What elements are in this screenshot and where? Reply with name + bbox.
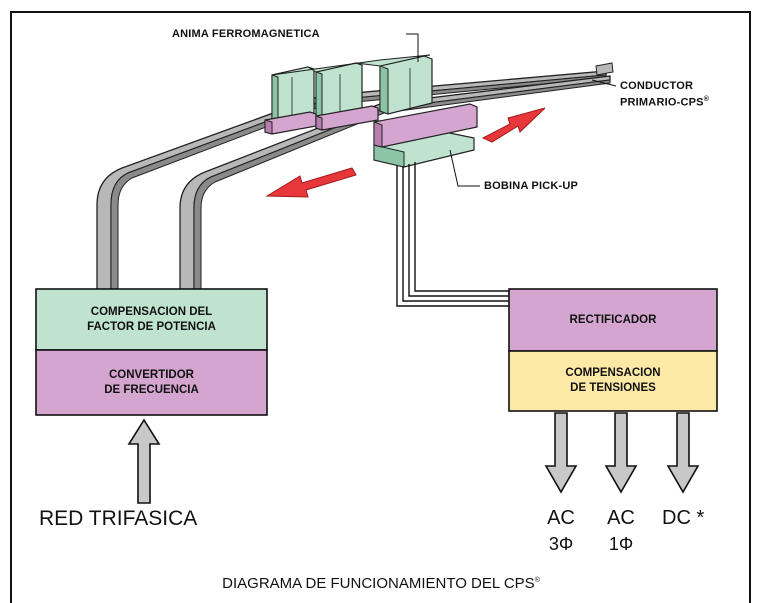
output-arrow-ac3: [544, 412, 578, 494]
output-ac3-type: AC: [547, 507, 575, 529]
coil-output-wires: [396, 162, 509, 307]
frequency-converter-block: [35, 349, 268, 416]
output-ac3-phase: 3Φ: [548, 534, 574, 554]
power-factor-text: COMPENSACION DEL FACTOR DE POTENCIA: [87, 306, 216, 333]
voltage-compensation-block: [508, 350, 718, 412]
core-leader-line: [406, 33, 419, 62]
motion-arrow-right: [481, 107, 546, 143]
output-ac1-type: AC: [607, 507, 635, 529]
conductor-label-line1: CONDUCTOR: [620, 80, 694, 92]
coil-leader-line: [449, 149, 480, 187]
frequency-converter-text: CONVERTIDOR DE FRECUENCIA: [104, 369, 199, 396]
output-arrow-dc: [666, 412, 700, 494]
diagram-border: [10, 11, 751, 603]
core-label: ANIMA FERROMAGNETICA: [172, 28, 320, 40]
coil-label: BOBINA PICK-UP: [484, 180, 579, 192]
pickup-assembly: [264, 54, 478, 168]
input-label: RED TRIFASICA: [39, 507, 198, 530]
output-arrow-ac1: [604, 412, 638, 494]
output-dc: DC *: [662, 505, 732, 531]
diagram-caption: DIAGRAMA DE FUNCIONAMIENTO DEL CPS®: [222, 575, 540, 592]
conductor-label: CONDUCTOR PRIMARIO-CPS®: [620, 80, 709, 110]
rectifier-block: [508, 288, 718, 352]
output-ac1-phase: 1Φ: [608, 534, 634, 554]
primary-conductor-rails: [96, 62, 614, 291]
rectifier-text: RECTIFICADOR: [569, 314, 657, 326]
conductor-leader-line: [591, 79, 617, 87]
voltage-compensation-text: COMPENSACION DE TENSIONES: [565, 367, 661, 394]
output-ac1: AC 1Φ: [598, 505, 644, 557]
output-ac3: AC 3Φ: [538, 505, 584, 557]
input-arrow: [127, 418, 161, 504]
power-factor-block: [35, 288, 268, 351]
output-dc-type: DC *: [662, 507, 705, 529]
motion-arrow-left: [265, 167, 357, 198]
conductor-label-line2: PRIMARIO-CPS®: [620, 96, 710, 109]
